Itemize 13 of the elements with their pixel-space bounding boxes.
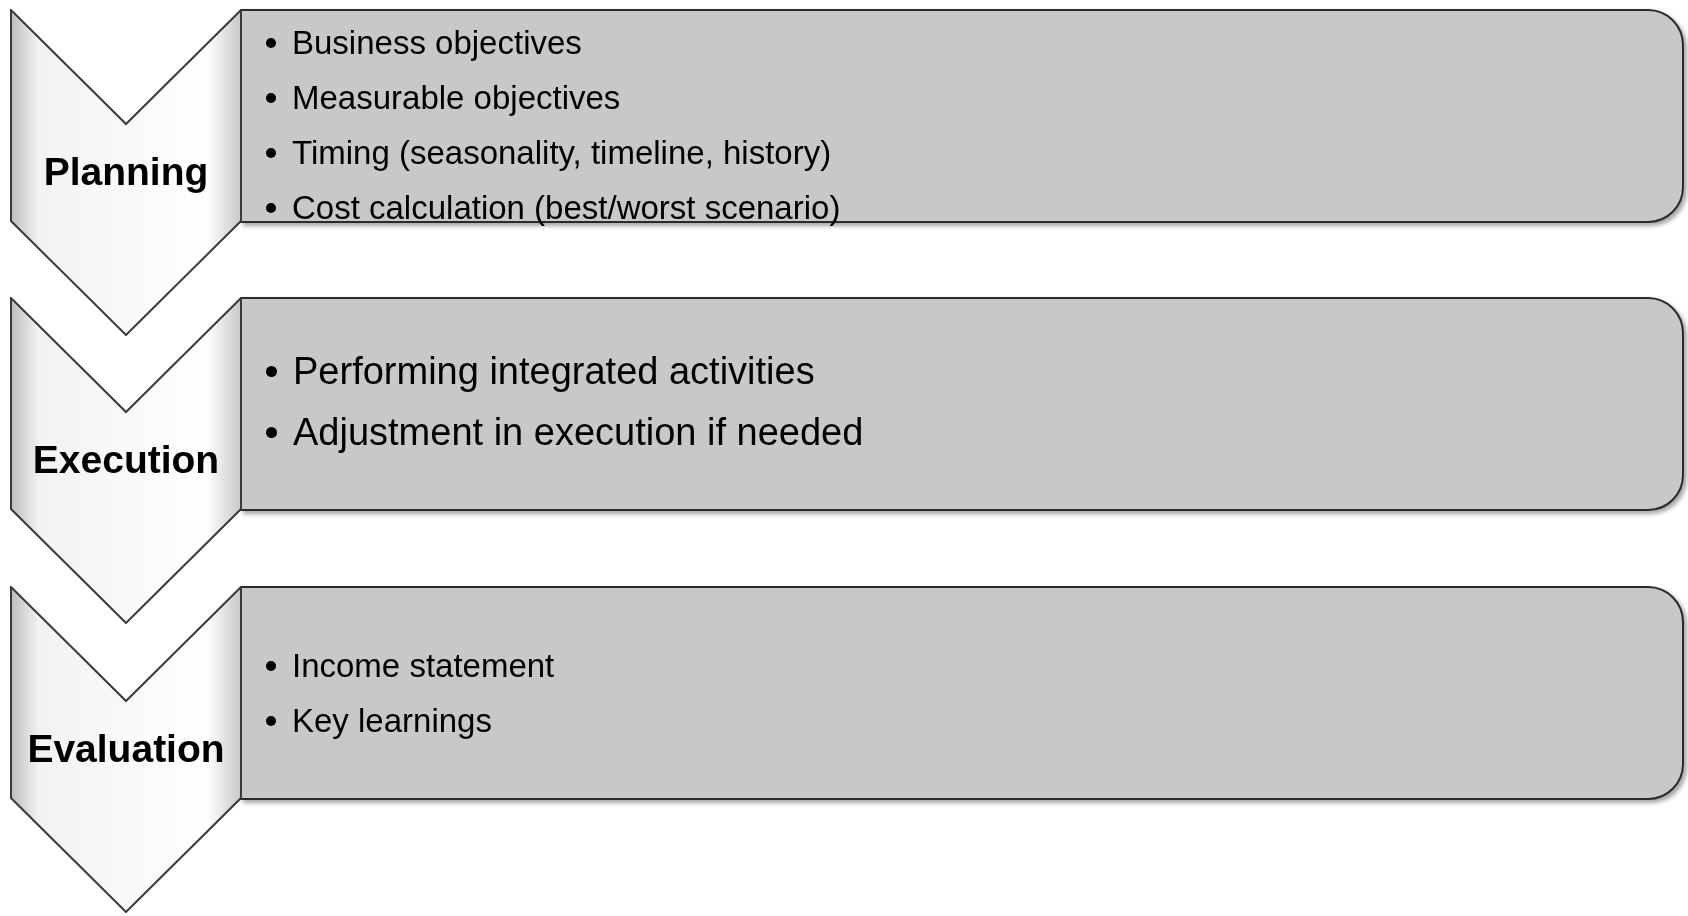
stage-label: Execution	[32, 437, 220, 483]
stage-label: Evaluation	[27, 726, 225, 772]
bullet-item: Business objectives	[266, 15, 582, 70]
bullet-item: Timing (seasonality, timeline, history)	[266, 125, 832, 180]
bullet-item: Performing integrated activities	[266, 341, 815, 402]
content-panel	[240, 297, 1684, 511]
bullet-item: Measurable objectives	[266, 70, 621, 125]
bullet-item: Income statement	[266, 638, 555, 693]
bullet-item: Adjustment in execution if needed	[266, 402, 864, 463]
stage-label: Planning	[43, 149, 209, 195]
bullet-item: Key learnings	[266, 693, 492, 748]
content-panel	[240, 586, 1684, 800]
bullet-item: Cost calculation (best/worst scenario)	[266, 180, 841, 235]
